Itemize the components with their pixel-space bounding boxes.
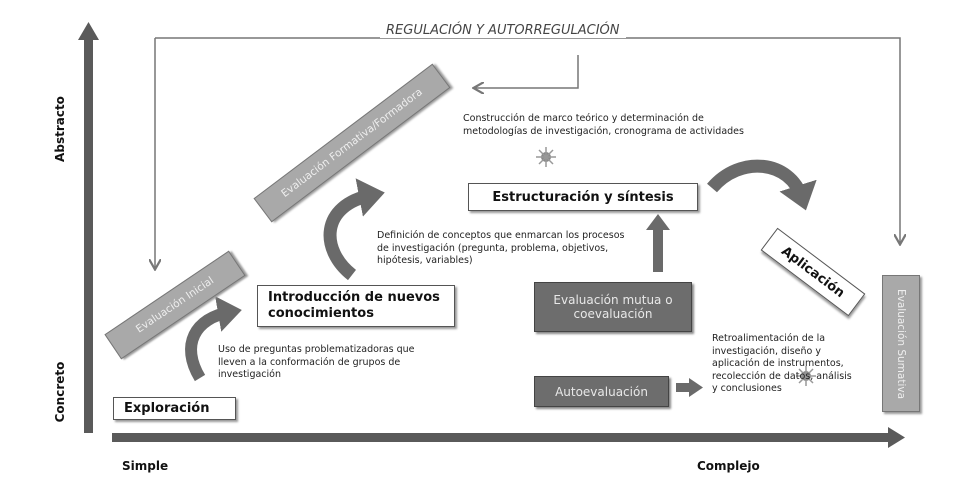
axis-label-abstracto: Abstracto [53,96,67,162]
sun-icon [796,366,816,386]
axis-label-concreto: Concreto [53,361,67,423]
regulation-feedback-line [475,55,579,88]
right-arrow [676,378,703,397]
vertical-axis-arrow [78,22,99,433]
stage-estructuracion: Estructuración y síntesis [468,183,698,211]
evaluacion-sumativa-label: Evaluación Sumativa [895,288,907,399]
horizontal-axis-arrow [112,427,905,448]
curved-arrow-estructuracion [707,159,817,211]
note-definicion: Definición de conceptos que enmarcan los… [377,230,625,266]
note-uso: Uso de preguntas problematizadoras que l… [218,344,415,380]
evaluacion-mutua-box: Evaluación mutua o coevaluación [534,282,692,332]
regulation-title: REGULACIÓN Y AUTORREGULACIÓN [380,23,626,38]
stage-introduccion: Introducción de nuevos conocimientos [257,285,455,327]
up-arrow [646,214,670,272]
curved-arrow-exploracion [185,296,242,382]
curved-arrow-introduccion [323,178,385,281]
note-retroalimentacion: Retroalimentación de la investigación, d… [712,333,852,394]
note-construccion: Construcción de marco teórico y determin… [463,113,744,137]
evaluacion-sumativa-box: Evaluación Sumativa [882,275,920,412]
autoevaluacion-box: Autoevaluación [534,376,669,407]
sun-icon [536,147,556,167]
axis-label-complejo: Complejo [697,459,760,473]
regulation-right-line [155,37,900,243]
stage-exploracion: Exploración [113,397,236,420]
axis-label-simple: Simple [122,459,169,473]
